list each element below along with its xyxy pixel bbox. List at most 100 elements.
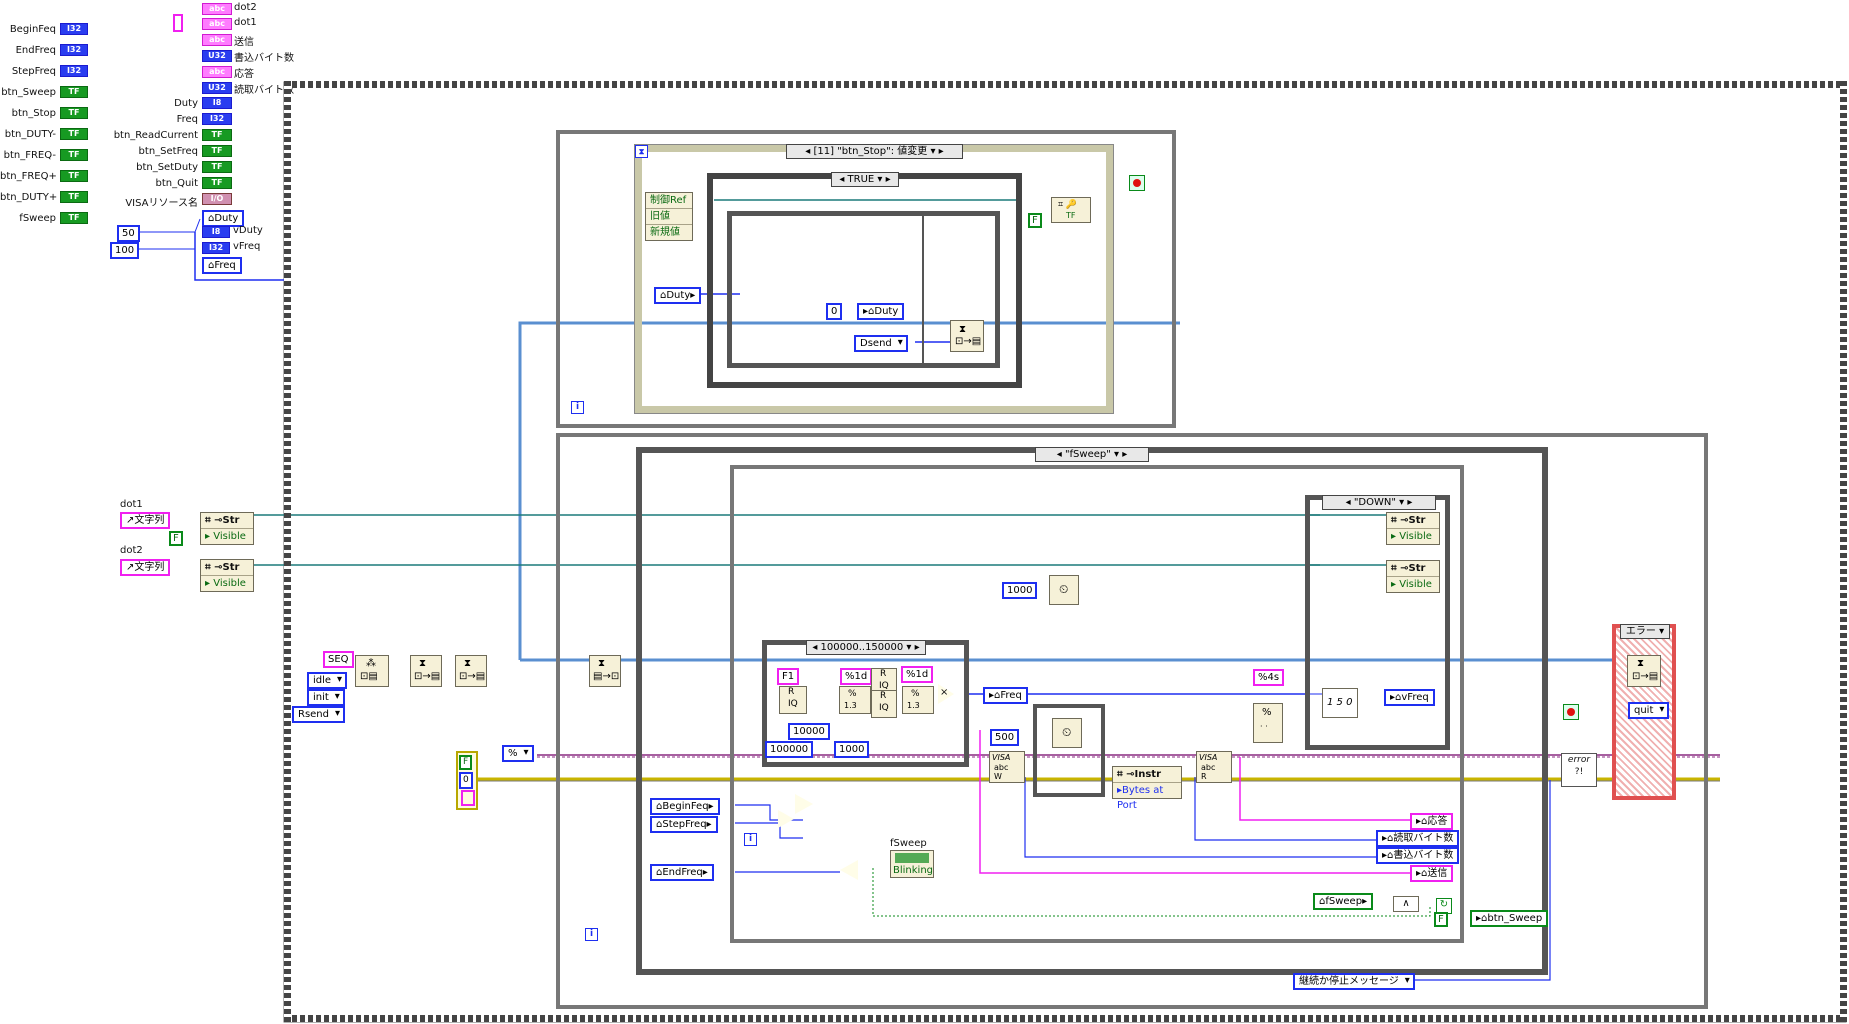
terminal-btn-duty-plus[interactable]: TF [60,191,88,203]
terminal-btn-readcurrent[interactable]: TF [202,129,232,141]
sweep-false-const[interactable]: F [1434,912,1448,927]
terminal-response[interactable]: abc [202,66,232,78]
enqueue-node-1[interactable]: ⧗⊡→▤ [410,655,442,687]
const-10000[interactable]: 10000 [788,723,830,740]
const-500[interactable]: 500 [990,729,1020,746]
local-stepfreq[interactable]: ⌂StepFreq▸ [650,816,718,833]
terminal-btn-sweep[interactable]: TF [60,86,88,98]
local-send-write[interactable]: ▸⌂送信 [1410,865,1454,882]
local-freq-write[interactable]: ▸⌂Freq [983,687,1028,704]
dot1-reference[interactable]: ↗文字列 [120,512,171,529]
terminal-dot2[interactable]: abc [202,3,232,15]
local-write-bytes-write[interactable]: ▸⌂書込バイト数 [1376,847,1460,864]
format-into-string-2[interactable]: %1.3 [902,686,934,714]
terminal-freq[interactable]: I32 [202,113,232,125]
enqueue-rsend[interactable]: Rsend [292,706,345,723]
terminal-btn-freq-plus[interactable]: TF [60,170,88,182]
down-dot1-property[interactable]: ⌗ ⊸Str ▸ Visible [1386,512,1440,545]
terminal-beginfeq[interactable]: I32 [60,23,88,35]
format-1d-b[interactable]: %1d [901,666,934,683]
less-than-node[interactable] [840,860,858,880]
const-zero[interactable]: 0 [826,303,843,320]
wait-ms-node[interactable]: ⏲ [1049,575,1079,605]
wait-ms-node-2[interactable]: ⏲ [1052,718,1082,748]
dot-false-const[interactable]: F [169,531,183,546]
local-btn-sweep-write[interactable]: ▸⌂btn_Sweep [1470,910,1549,927]
quit-enum[interactable]: quit [1628,702,1670,719]
const-f1[interactable]: F1 [777,668,800,685]
decimal-string-to-number[interactable]: 1 5 0 [1322,688,1358,718]
terminal-duty[interactable]: I8 [202,97,232,109]
dot2-reference[interactable]: ↗文字列 [120,559,171,576]
terminal-dot1[interactable]: abc [202,18,232,30]
terminal-stepfreq[interactable]: I32 [60,65,88,77]
range-case-selector[interactable]: ◂ 100000..150000 ▾ ▸ [806,640,926,655]
obtain-queue-node[interactable]: ⁂⊡▤ [355,655,389,687]
local-vduty[interactable]: vDuty [233,225,263,236]
const-100000[interactable]: 100000 [765,741,814,758]
terminal-read-bytes[interactable]: U32 [202,82,232,94]
format-4s[interactable]: %4s [1253,669,1285,686]
const-1000[interactable]: 1000 [834,741,870,758]
true-case-selector[interactable]: ◂ TRUE ▾ ▸ [831,172,899,187]
seq-queue-name[interactable]: SEQ [323,651,354,668]
format-1d-a[interactable]: %1d [840,668,873,685]
terminal-endfreq[interactable]: I32 [60,44,88,56]
terminal-btn-setfreq[interactable]: TF [202,145,232,157]
down-case-selector[interactable]: ◂ "DOWN" ▾ ▸ [1322,495,1436,510]
local-freq-init[interactable]: ⌂Freq [202,257,242,274]
terminal-send[interactable]: abc [202,34,232,46]
terminal-btn-quit[interactable]: TF [202,177,232,189]
local-endfreq[interactable]: ⌂EndFreq▸ [650,864,714,881]
bytes-at-port-node[interactable]: ⌗ ⊸Instr ▸Bytes at Port [1112,766,1182,811]
fsweep-property-node[interactable]: Blinking [890,850,934,878]
error-case-selector[interactable]: エラー ▾ [1620,624,1670,639]
event-case-selector[interactable]: ◂ [11] "btn_Stop": 値変更 ▾ ▸ [786,144,963,159]
state-case-selector[interactable]: ◂ "fSweep" ▾ ▸ [1035,447,1149,462]
error-enqueue-node[interactable]: ⧗⊡→▤ [1627,655,1661,687]
multiply-node[interactable] [938,684,954,704]
dot2-property-node[interactable]: ⌗ ⊸Str ▸ Visible [200,559,254,592]
enqueue-idle[interactable]: idle [307,672,348,689]
terminal-visa-resource[interactable]: I/O [202,193,232,205]
format-into-string-1[interactable]: %1.3 [839,686,871,714]
enqueue-node-2[interactable]: ⧗⊡→▤ [455,655,487,687]
local-read-bytes-write[interactable]: ▸⌂読取バイト数 [1376,830,1460,847]
dequeue-node[interactable]: ⧗▤→⊡ [589,655,621,687]
bundle-value-node[interactable]: ⌗ 🔑TF [1051,197,1091,223]
enqueue-init[interactable]: init [307,689,345,706]
local-vfreq[interactable]: vFreq [233,241,261,252]
const-100[interactable]: 100 [110,242,140,259]
local-response-write[interactable]: ▸⌂応答 [1410,813,1454,830]
consumer-loop-stop-terminal[interactable] [1563,704,1579,720]
pct-format-ring[interactable]: % [502,745,534,762]
terminal-write-bytes[interactable]: U32 [202,50,232,62]
terminal-btn-setduty[interactable]: TF [202,161,232,173]
const-1000-wait[interactable]: 1000 [1002,582,1038,599]
terminal-btn-stop[interactable]: TF [60,107,88,119]
local-vfreq-write[interactable]: ▸⌂vFreq [1384,689,1435,706]
local-fsweep-read[interactable]: ⌂fSweep▸ [1313,893,1374,910]
terminal-btn-duty-minus[interactable]: TF [60,128,88,140]
event-loop-stop-terminal[interactable] [1129,175,1145,191]
local-duty-read[interactable]: ⌂Duty▸ [654,287,702,304]
multiply-step-node[interactable] [778,810,794,828]
enqueue-element-node[interactable]: ⧗⊡→▤ [950,320,984,352]
local-beginfeq[interactable]: ⌂BeginFeq▸ [650,798,720,815]
local-duty-write[interactable]: ▸⌂Duty [857,303,905,320]
error-handler-node[interactable]: error?! [1561,753,1597,787]
terminal-btn-freq-minus[interactable]: TF [60,149,88,161]
event-false-const[interactable]: F [1028,213,1042,228]
continue-stop-message[interactable]: 継続か停止メッセージ [1293,973,1415,990]
const-50[interactable]: 50 [117,225,140,242]
down-dot2-property[interactable]: ⌗ ⊸Str ▸ Visible [1386,560,1440,593]
dsend-enum[interactable]: Dsend [854,335,908,352]
and-node[interactable]: ∧ [1393,896,1419,912]
add-begin-node[interactable] [795,794,813,814]
terminal-fsweep[interactable]: TF [60,212,88,224]
error-cluster-constant[interactable]: F 0 [456,751,478,810]
